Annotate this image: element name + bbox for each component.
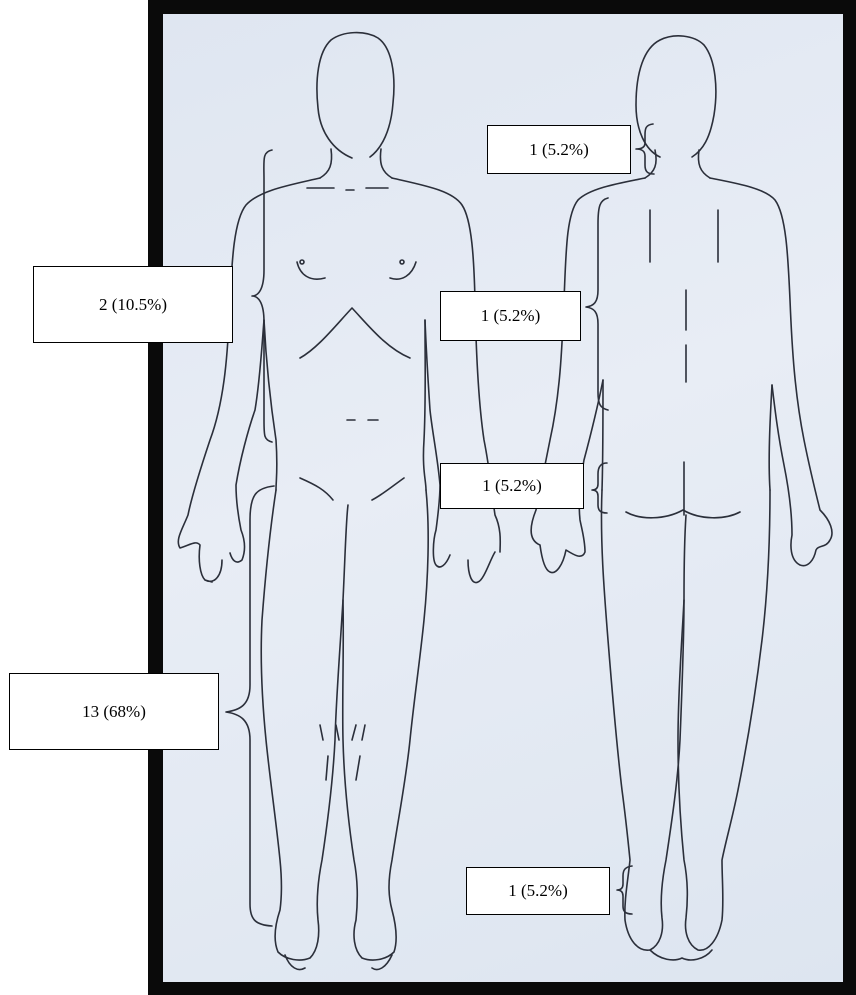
brace-back-buttocks xyxy=(592,463,607,513)
back-right-arm xyxy=(710,178,832,566)
front-head xyxy=(317,33,394,158)
brace-back-upper xyxy=(586,198,608,410)
back-right-leg xyxy=(678,490,770,950)
front-left-arm xyxy=(178,178,320,582)
back-head xyxy=(636,36,716,157)
brace-back-neck xyxy=(636,124,654,174)
front-left-leg xyxy=(261,490,348,960)
label-back-buttocks: 1 (5.2%) xyxy=(440,463,584,509)
front-right-arm xyxy=(392,178,500,583)
label-back-neck: 1 (5.2%) xyxy=(487,125,631,174)
label-front-lower-limbs: 13 (68%) xyxy=(9,673,219,750)
label-back-upper: 1 (5.2%) xyxy=(440,291,581,341)
label-back-ankle: 1 (5.2%) xyxy=(466,867,610,915)
back-left-leg xyxy=(601,490,686,950)
label-front-trunk: 2 (10.5%) xyxy=(33,266,233,343)
brace-front-lower-limbs xyxy=(226,486,274,926)
